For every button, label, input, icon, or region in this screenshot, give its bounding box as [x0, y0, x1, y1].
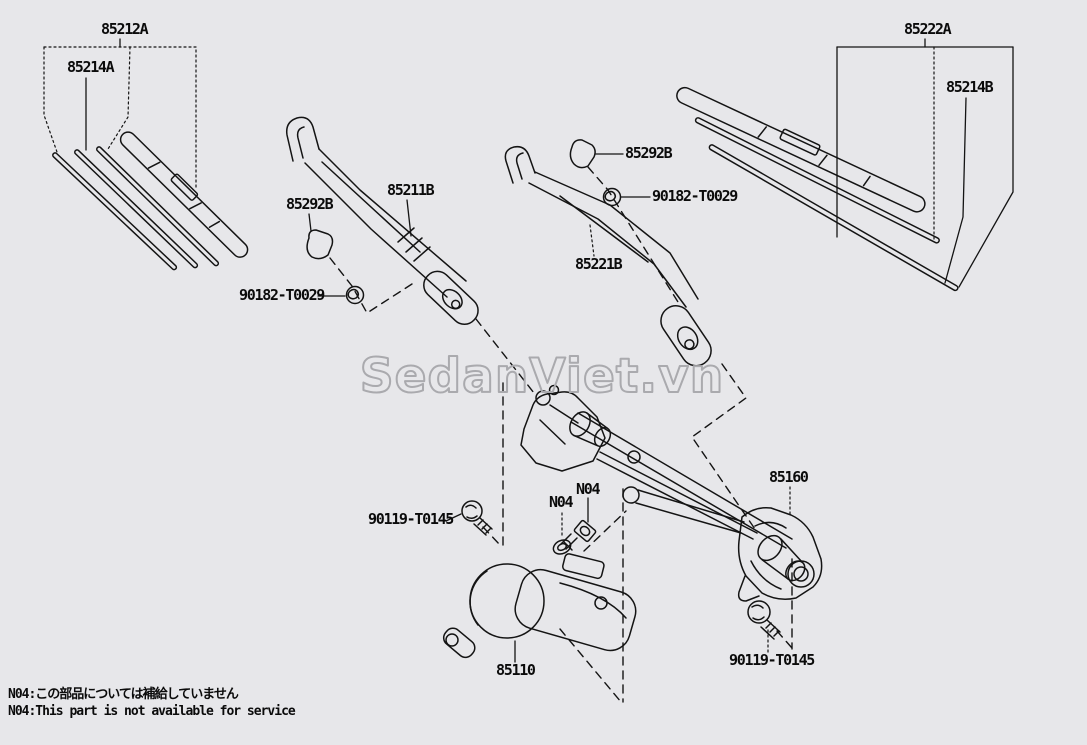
part-label-85292b-left: 85292B — [286, 195, 334, 213]
wiper-arm-left — [287, 117, 484, 329]
part-label-85292b-right: 85292B — [625, 144, 673, 162]
wiper-blade-left-group — [44, 39, 252, 270]
watermark: SedanViet.vn — [360, 349, 725, 404]
part-label-90119-t0145-right: 90119-T0145 — [729, 651, 815, 669]
wiper-blade-right — [674, 81, 929, 214]
pivot-cap-left — [307, 214, 332, 259]
note-english: N04:This part is not available for servi… — [8, 704, 296, 719]
part-label-85160: 85160 — [769, 468, 809, 486]
dotted-box-left — [44, 47, 196, 188]
note-japanese: N04:この部品については補給していません — [8, 687, 239, 702]
bolt-90119-left — [446, 501, 492, 535]
wiper-rubber-left — [52, 146, 219, 270]
part-label-90119-t0145-left: 90119-T0145 — [368, 510, 454, 528]
part-label-85211b: 85211B — [387, 181, 435, 199]
part-label-85214a: 85214A — [67, 58, 115, 76]
pivot-nut-right — [604, 189, 651, 206]
part-label-85110: 85110 — [496, 661, 536, 679]
wiper-arm-right — [505, 147, 717, 372]
part-label-85221b: 85221B — [575, 255, 623, 273]
pivot-nut-left — [318, 287, 364, 304]
wiper-blade-left — [117, 127, 252, 260]
wiper-motor — [440, 553, 640, 662]
part-label-85212a: 85212A — [101, 20, 149, 38]
wiper-link-assembly — [521, 386, 822, 602]
part-label-n04-bolt: N04 — [576, 480, 601, 498]
wiper-rubber-right — [695, 117, 959, 291]
n04-bolt — [561, 498, 596, 550]
part-label-85222a: 85222A — [904, 20, 952, 38]
part-label-90182-t0029-right: 90182-T0029 — [652, 187, 738, 205]
bolt-90119-right — [748, 601, 780, 653]
part-label-n04-washer: N04 — [549, 493, 574, 511]
wiper-blade-right-group — [674, 39, 1013, 291]
part-label-90182-t0029-left: 90182-T0029 — [239, 286, 325, 304]
part-label-85214b: 85214B — [946, 78, 994, 96]
pivot-cap-right — [570, 140, 623, 168]
assembly-dashed-lines — [330, 167, 792, 702]
